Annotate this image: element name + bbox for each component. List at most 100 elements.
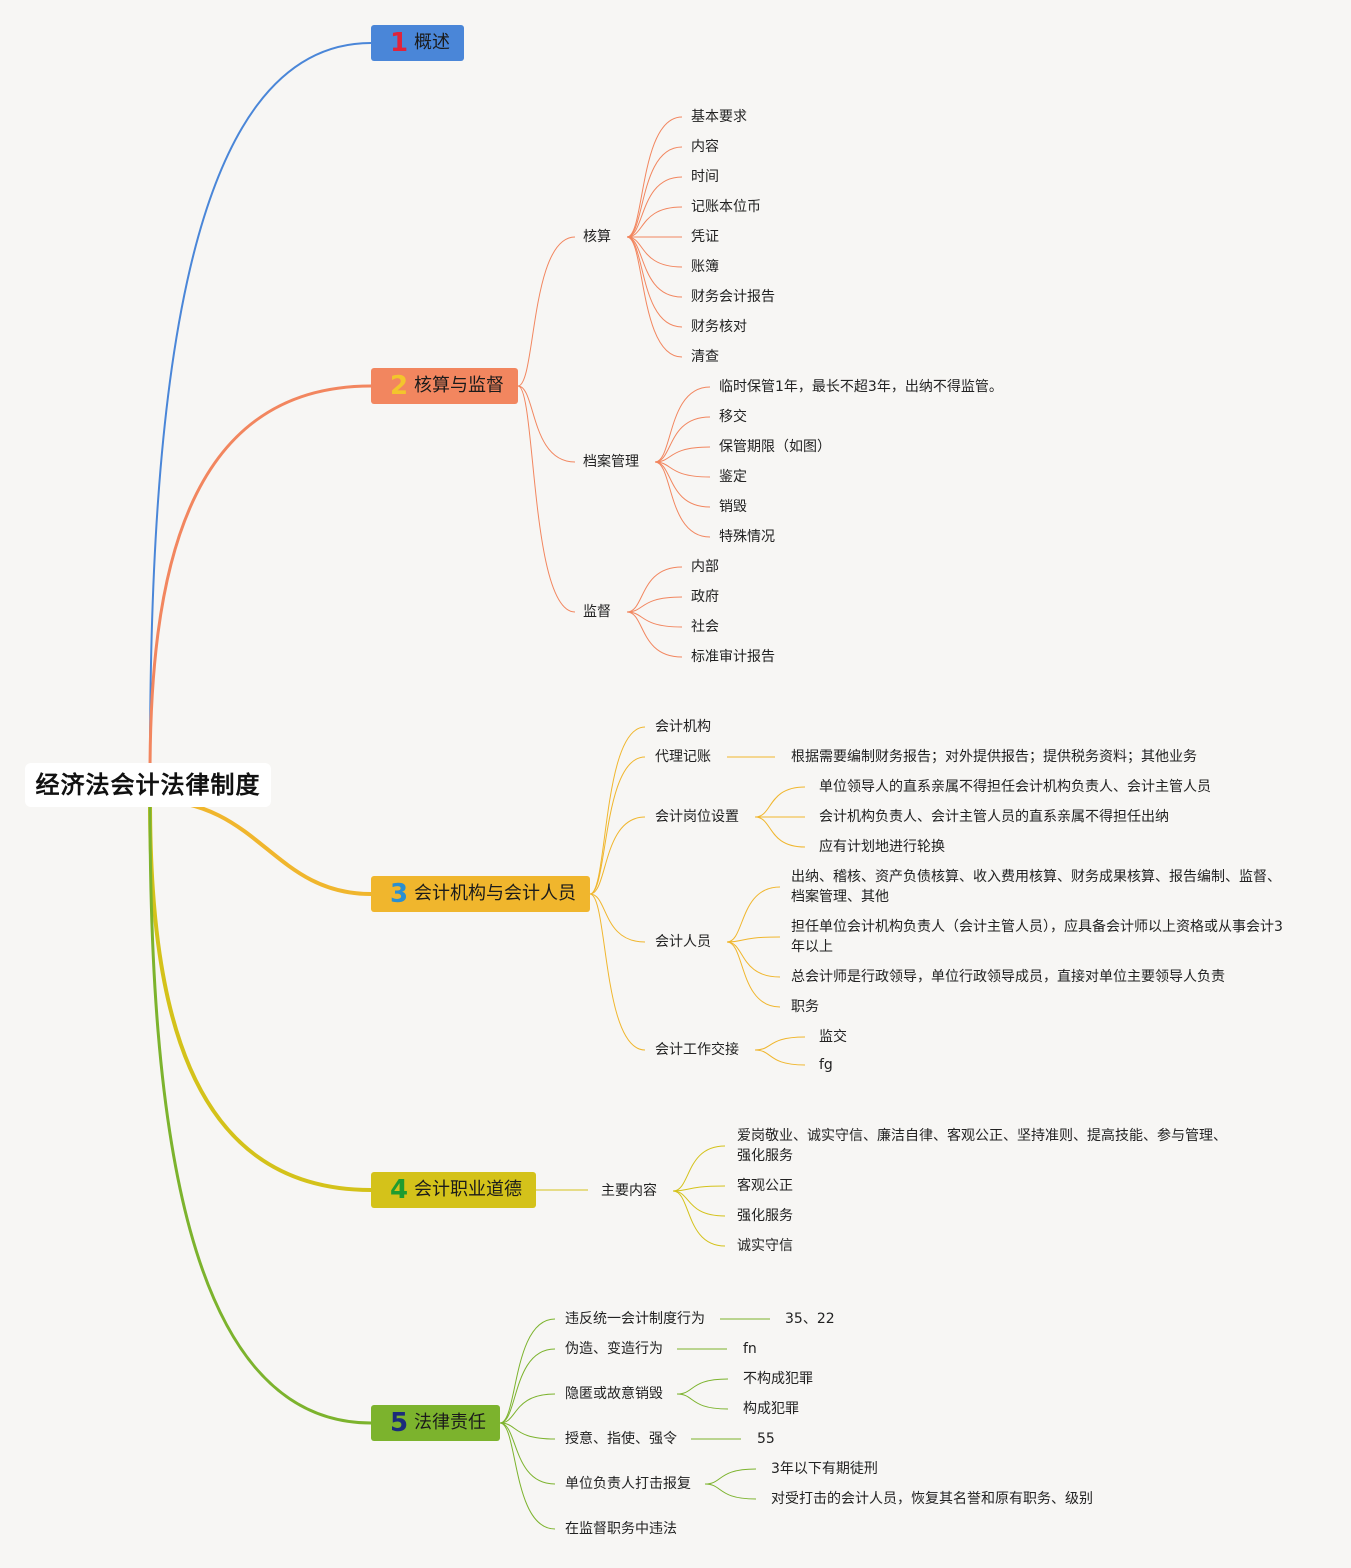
node-leaf[interactable]: 移交 xyxy=(719,409,747,425)
node-leaf[interactable]: 强化服务 xyxy=(737,1208,793,1224)
connector xyxy=(589,893,646,943)
node-leaf[interactable]: 时间 xyxy=(691,169,719,185)
node-jiandu-weifa[interactable]: 在监督职务中违法 xyxy=(565,1521,677,1537)
node-leaf[interactable]: 监交 xyxy=(819,1029,847,1045)
connector xyxy=(626,611,683,658)
node-leaf[interactable]: 政府 xyxy=(691,589,719,605)
node-leaf[interactable]: 构成犯罪 xyxy=(743,1401,799,1417)
node-leaf[interactable]: 基本要求 xyxy=(691,109,747,125)
connector xyxy=(589,893,646,1051)
topic-label: 法律责任 xyxy=(414,1412,486,1433)
connector xyxy=(626,611,683,628)
connector xyxy=(726,936,781,943)
connector xyxy=(754,816,806,848)
connector xyxy=(589,816,646,895)
connector xyxy=(626,146,683,238)
connector xyxy=(754,1036,806,1051)
connector xyxy=(626,236,683,268)
node-leaf[interactable]: 内部 xyxy=(691,559,719,575)
connector xyxy=(654,446,711,463)
node-kuaiji-jigou[interactable]: 会计机构 xyxy=(655,719,711,735)
node-leaf[interactable]: 出纳、稽核、资产负债核算、收入费用核算、财务成果核算、报告编制、监督、档案管理、… xyxy=(791,869,1281,905)
node-leaf[interactable]: fg xyxy=(819,1057,833,1073)
connector xyxy=(754,1049,806,1066)
node-leaf[interactable]: 保管期限（如图） xyxy=(719,439,831,455)
connector xyxy=(676,1378,729,1395)
node-leaf[interactable]: 清查 xyxy=(691,349,719,365)
node-leaf[interactable]: 凭证 xyxy=(691,229,719,245)
node-jiaojie[interactable]: 会计工作交接 xyxy=(655,1042,739,1058)
topic-label: 会计职业道德 xyxy=(414,1179,522,1200)
connector xyxy=(499,1422,556,1485)
connector xyxy=(726,941,781,1008)
node-hesuan[interactable]: 核算 xyxy=(583,229,611,245)
node-leaf[interactable]: 财务核对 xyxy=(691,319,747,335)
node-leaf[interactable]: 记账本位币 xyxy=(691,199,761,215)
node-leaf[interactable]: 诚实守信 xyxy=(737,1238,793,1254)
node-leaf[interactable]: 总会计师是行政领导，单位行政领导成员，直接对单位主要领导人负责 xyxy=(791,969,1225,985)
node-renyuan[interactable]: 会计人员 xyxy=(655,934,711,950)
node-leaf[interactable]: 35、22 xyxy=(785,1311,835,1327)
connector xyxy=(654,416,711,463)
node-leaf[interactable]: 对受打击的会计人员，恢复其名誉和原有职务、级别 xyxy=(771,1491,1093,1507)
node-zhuyao-neirong[interactable]: 主要内容 xyxy=(601,1183,657,1199)
node-leaf[interactable]: 不构成犯罪 xyxy=(743,1371,813,1387)
node-leaf[interactable]: 销毁 xyxy=(719,499,747,515)
node-daji[interactable]: 单位负责人打击报复 xyxy=(565,1476,691,1492)
topic-number: 2 xyxy=(390,371,409,401)
node-leaf[interactable]: 鉴定 xyxy=(719,469,747,485)
connector xyxy=(726,941,781,978)
main-branch xyxy=(149,42,372,766)
node-weizao[interactable]: 伪造、变造行为 xyxy=(565,1341,663,1357)
node-jiandu[interactable]: 监督 xyxy=(583,604,611,620)
node-weifan[interactable]: 违反统一会计制度行为 xyxy=(565,1311,705,1327)
main-branch xyxy=(149,798,372,896)
node-yinni[interactable]: 隐匿或故意销毁 xyxy=(565,1386,663,1402)
node-leaf[interactable]: 单位领导人的直系亲属不得担任会计机构负责人、会计主管人员 xyxy=(819,779,1211,795)
connector xyxy=(626,236,683,358)
node-leaf[interactable]: 内容 xyxy=(691,139,719,155)
node-leaf[interactable]: 社会 xyxy=(691,619,719,635)
node-leaf[interactable]: 根据需要编制财务报告；对外提供报告；提供税务资料；其他业务 xyxy=(791,749,1197,765)
connector xyxy=(654,461,711,538)
connector xyxy=(672,1145,726,1192)
node-daili-jizhang[interactable]: 代理记账 xyxy=(655,749,711,765)
connector xyxy=(654,461,711,478)
node-leaf[interactable]: 客观公正 xyxy=(737,1178,793,1194)
node-leaf[interactable]: 55 xyxy=(757,1431,775,1447)
node-shouyi[interactable]: 授意、指使、强令 xyxy=(565,1431,677,1447)
topic-number: 4 xyxy=(390,1175,409,1205)
connector xyxy=(654,461,711,508)
node-dangan[interactable]: 档案管理 xyxy=(583,454,639,470)
node-leaf[interactable]: 应有计划地进行轮换 xyxy=(819,839,945,855)
node-leaf[interactable]: 爱岗敬业、诚实守信、廉洁自律、客观公正、坚持准则、提高技能、参与管理、强化服务 xyxy=(737,1128,1227,1164)
connector xyxy=(626,236,683,328)
root-node[interactable]: 经济法会计法律制度 xyxy=(25,763,271,807)
node-leaf[interactable]: 账簿 xyxy=(691,259,719,275)
connector xyxy=(626,596,683,613)
connector xyxy=(517,236,576,387)
topic-number: 3 xyxy=(390,879,409,909)
node-leaf[interactable]: 职务 xyxy=(791,999,819,1015)
connector xyxy=(517,385,576,613)
node-leaf[interactable]: 会计机构负责人、会计主管人员的直系亲属不得担任出纳 xyxy=(819,809,1169,825)
node-leaf[interactable]: 标准审计报告 xyxy=(691,649,775,665)
node-leaf[interactable]: 担任单位会计机构负责人（会计主管人员），应具备会计师以上资格或从事会计3年以上 xyxy=(791,919,1283,955)
connector xyxy=(676,1393,729,1410)
node-leaf[interactable]: 财务会计报告 xyxy=(691,289,775,305)
main-branch xyxy=(148,384,372,776)
connector xyxy=(726,886,781,943)
node-leaf[interactable]: fn xyxy=(743,1341,757,1357)
connector xyxy=(704,1468,757,1485)
connector xyxy=(626,566,683,613)
node-gangwei[interactable]: 会计岗位设置 xyxy=(655,809,739,825)
node-leaf[interactable]: 3年以下有期徒刑 xyxy=(771,1461,878,1477)
connector xyxy=(499,1318,556,1424)
node-leaf[interactable]: 特殊情况 xyxy=(719,529,775,545)
node-leaf[interactable]: 临时保管1年，最长不超3年，出纳不得监管。 xyxy=(719,379,1003,395)
